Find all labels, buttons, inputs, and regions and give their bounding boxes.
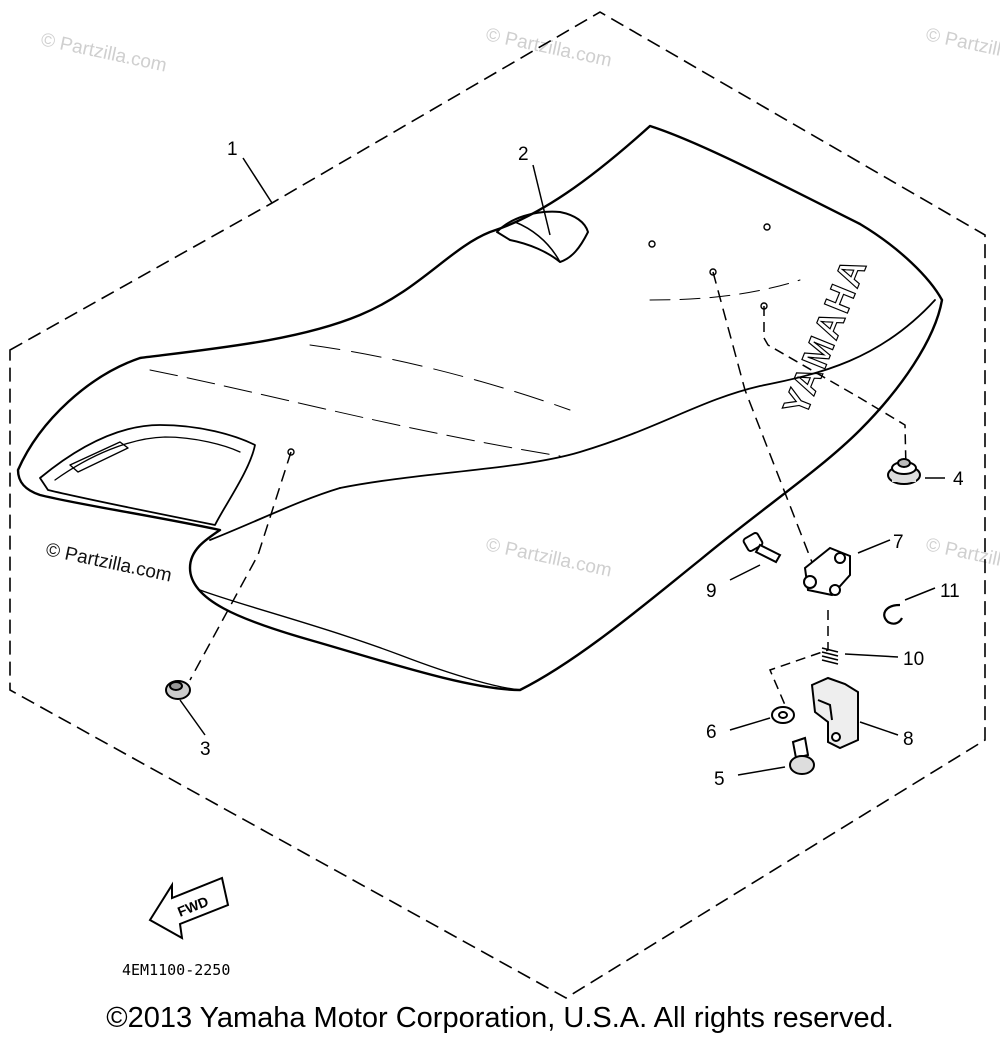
leader-11 (904, 587, 936, 601)
mount-hole-3 (709, 268, 717, 276)
callout-10: 10 (903, 649, 924, 670)
callout-8: 8 (903, 729, 914, 750)
seat-stitch-line-3 (649, 279, 801, 301)
damper-part-4 (887, 458, 921, 485)
leader-10 (844, 653, 899, 658)
leader-3-dashed (189, 451, 292, 681)
seat-front-panel-edge (209, 487, 341, 541)
seat-side-edge (199, 589, 521, 691)
forward-arrow: FWD (148, 876, 230, 940)
assembly-boundary (9, 11, 986, 999)
small-parts (165, 458, 921, 775)
seat-top-crease (339, 299, 936, 489)
washer-part-6 (771, 706, 795, 724)
leader-7 (857, 539, 891, 554)
callout-6: 6 (706, 722, 717, 743)
seat-brand-logo: YAMAHA (774, 251, 874, 421)
seat-exploded-diagram: © Partzilla.com © Partzilla.com © Partzi… (9, 11, 1000, 999)
seat-assembly (16, 124, 944, 692)
callout-5: 5 (714, 769, 725, 790)
callout-7: 7 (893, 532, 904, 553)
watermark-mid-left: © Partzilla.com (44, 539, 174, 586)
watermark-top-left: © Partzilla.com (39, 29, 169, 76)
callout-4: 4 (953, 469, 964, 490)
seat-outline (16, 124, 944, 692)
callout-2: 2 (518, 144, 529, 165)
callout-11: 11 (940, 581, 960, 602)
callout-labels: 1 2 3 4 5 6 7 8 9 10 11 (200, 139, 964, 790)
mount-hole-2 (763, 223, 771, 231)
seat-grab-strap (496, 210, 589, 263)
leader-3 (179, 699, 206, 736)
latch-bracket-part-7 (803, 546, 851, 597)
leader-6 (729, 717, 771, 731)
watermark-mid-center: © Partzilla.com (484, 534, 614, 581)
leader-5 (737, 766, 786, 776)
seat-stitch-line-2 (309, 344, 571, 411)
leader-lines (179, 157, 945, 776)
seat-stitch-line-1 (149, 369, 561, 457)
grommet-part-3 (165, 680, 191, 700)
leader-1 (242, 157, 273, 204)
latch-body-part-8 (810, 676, 859, 750)
clip-part-11 (883, 603, 903, 625)
bolt-part-9 (742, 532, 782, 564)
mount-hole-1 (648, 240, 656, 248)
forward-arrow-shape (148, 876, 230, 940)
screw-part-5 (789, 736, 815, 775)
drawing-code: 4EM1100-2250 (122, 961, 230, 979)
spring-part-10 (821, 647, 839, 665)
mount-hole-5 (287, 448, 295, 456)
seat-grab-strap-fold (514, 221, 561, 263)
seat-rear-pocket (39, 424, 256, 526)
watermark-top-center: © Partzilla.com (484, 24, 614, 71)
watermark-mid-right: © Partzilla.com (924, 534, 1000, 581)
callout-1: 1 (227, 139, 238, 160)
watermark-top-right: © Partzilla.com (924, 24, 1000, 71)
leader-8 (859, 721, 899, 736)
leader-9 (729, 564, 761, 581)
leader-latch-dashed (712, 271, 816, 571)
leader-6-dashed (768, 610, 829, 706)
leader-2 (532, 164, 551, 236)
callout-3: 3 (200, 739, 211, 760)
copyright-notice: ©2013 Yamaha Motor Corporation, U.S.A. A… (106, 1002, 894, 1034)
seat-rear-strap (69, 441, 129, 473)
callout-9: 9 (706, 581, 717, 602)
seat-rear-pocket-inner (54, 436, 241, 481)
